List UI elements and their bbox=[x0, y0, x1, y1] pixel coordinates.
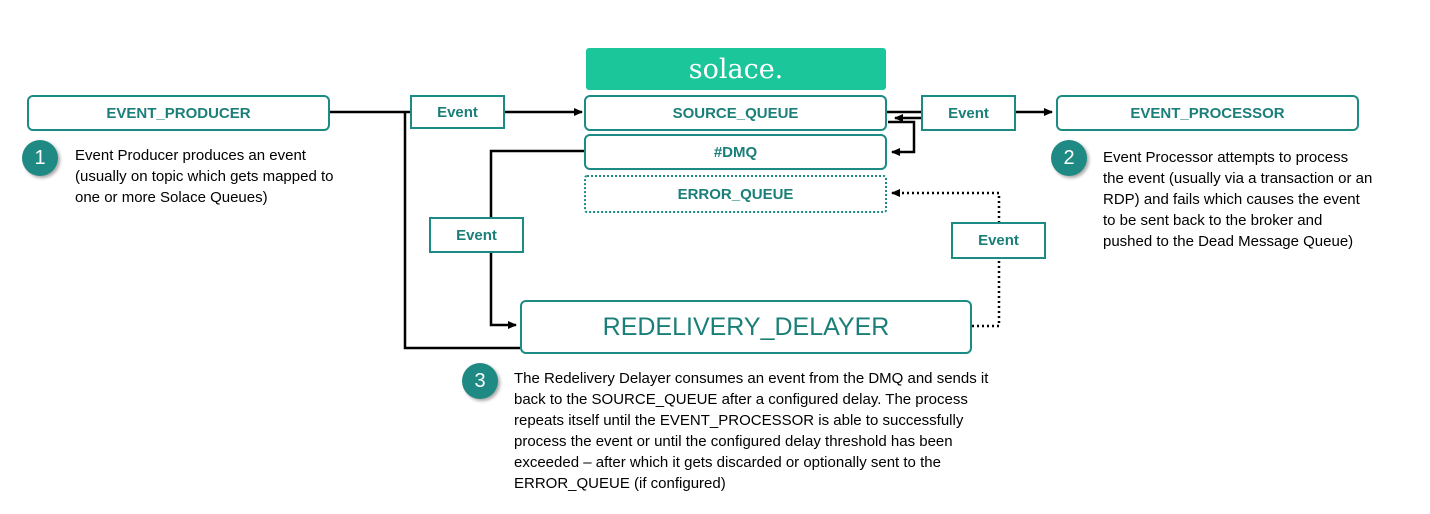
redelivery-delayer-box: REDELIVERY_DELAYER bbox=[520, 300, 972, 354]
error-queue-box: ERROR_QUEUE bbox=[584, 175, 887, 213]
solace-logo: solace. bbox=[586, 48, 886, 90]
step-3-description: The Redelivery Delayer consumes an event… bbox=[514, 370, 989, 492]
event-processor-box: EVENT_PROCESSOR bbox=[1056, 95, 1359, 131]
producer-to-delayer-line bbox=[403, 112, 520, 350]
event-producer-box: EVENT_PRODUCER bbox=[27, 95, 330, 131]
step-1-description: Event Producer produces an event (usuall… bbox=[75, 147, 334, 206]
event-label-dmq: Event bbox=[429, 217, 524, 253]
event-label-processor: Event bbox=[921, 95, 1016, 131]
step-3-badge: 3 bbox=[462, 363, 498, 399]
step-2-description: Event Processor attempts to process the … bbox=[1103, 149, 1373, 250]
event-label-producer: Event bbox=[410, 95, 505, 129]
step-2-badge: 2 bbox=[1051, 140, 1087, 176]
source-to-dmq-loop-line bbox=[888, 120, 916, 156]
event-label-error: Event bbox=[951, 222, 1046, 259]
step-1-badge: 1 bbox=[22, 140, 58, 176]
source-queue-box: SOURCE_QUEUE bbox=[584, 95, 887, 131]
dmq-box: #DMQ bbox=[584, 134, 887, 170]
